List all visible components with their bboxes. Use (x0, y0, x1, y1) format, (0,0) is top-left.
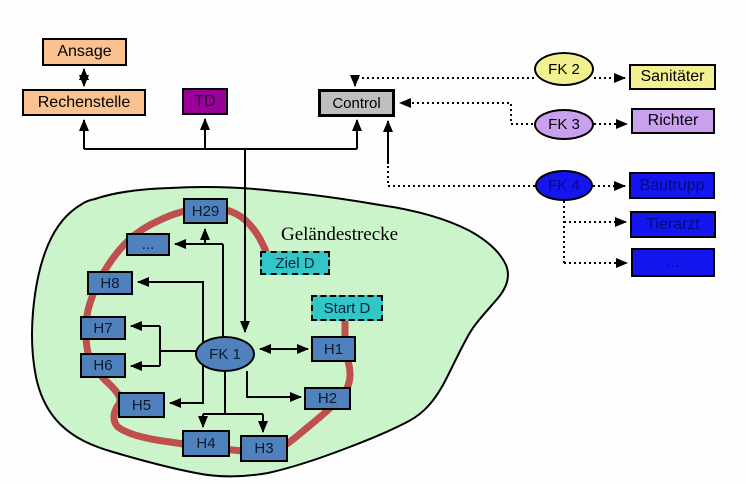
arrow-to-h8 (137, 277, 204, 345)
node-h3: H3 (240, 435, 288, 462)
node-h1: H1 (311, 336, 356, 362)
node-tierarzt: Tierarzt (630, 211, 716, 238)
node-more-units: ... (631, 248, 715, 277)
node-h6: H6 (80, 353, 126, 378)
node-control: Control (318, 89, 395, 117)
node-td: TD (182, 88, 228, 115)
node-richter: Richter (631, 108, 715, 134)
dotted-fk4-elbow (387, 164, 535, 187)
node-fk3: FK 3 (534, 109, 594, 140)
node-ansage: Ansage (42, 38, 127, 66)
node-fk1: FK 1 (195, 336, 255, 372)
solid-connectors (79, 68, 393, 433)
node-fk4: FK 4 (535, 170, 593, 201)
dotted-fk3-to-control (399, 98, 533, 125)
dotted-connectors (350, 73, 628, 268)
node-h8: H8 (87, 271, 133, 295)
region-label: Geländestrecke (281, 224, 399, 245)
node-rechenstelle: Rechenstelle (22, 89, 146, 116)
node-h5: H5 (118, 392, 165, 418)
node-ziel-d: Ziel D (260, 251, 330, 275)
node-sanitaeter: Sanitäter (629, 64, 716, 90)
node-h2: H2 (304, 387, 351, 410)
node-h29: H29 (183, 198, 228, 224)
node-start-d: Start D (311, 295, 383, 321)
node-fk2: FK 2 (534, 52, 594, 86)
dotted-fk2-to-control (350, 75, 534, 87)
arrow-to-h2 (246, 371, 302, 402)
node-bautrupp: Bautrupp (629, 172, 715, 199)
node-h4: H4 (182, 430, 230, 457)
arrow-to-h5 (169, 355, 204, 408)
node-h7: H7 (80, 316, 126, 340)
node-more-stations: ... (126, 233, 170, 256)
